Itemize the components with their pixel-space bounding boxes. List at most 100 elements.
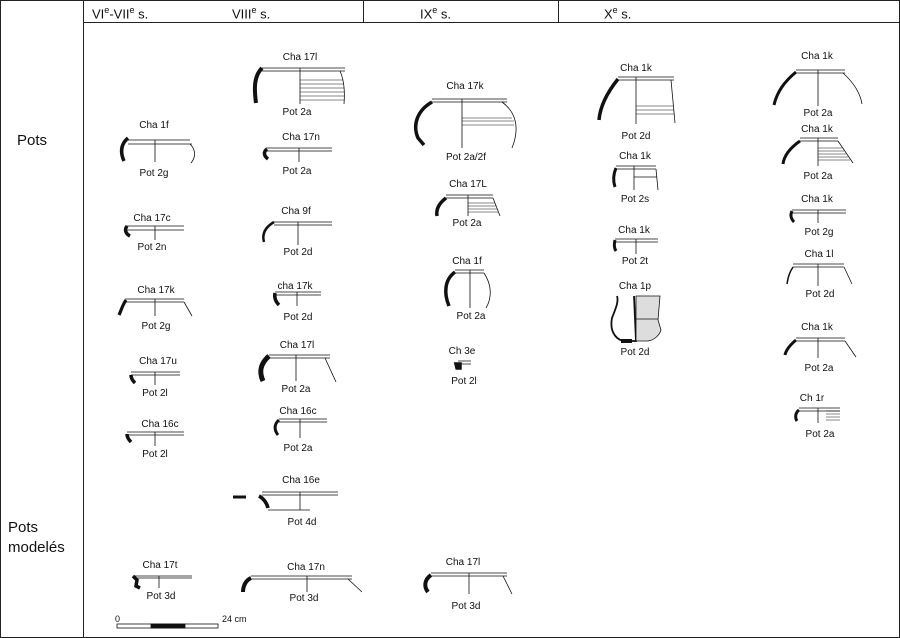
item-type: Pot 3d bbox=[451, 601, 481, 612]
pot-profile-drawing bbox=[131, 574, 192, 590]
item-type: Pot 2a bbox=[283, 443, 313, 454]
item-type: Pot 3d bbox=[146, 591, 176, 602]
item-type: Pot 2d bbox=[805, 289, 835, 300]
pot-profile-drawing bbox=[423, 572, 513, 595]
pot-profile-drawing bbox=[119, 136, 196, 164]
item-code: Cha 1k bbox=[619, 151, 651, 162]
item-type: Pot 2s bbox=[620, 194, 650, 205]
item-code: Cha 17n bbox=[282, 132, 320, 143]
item-type: Pot 2d bbox=[283, 247, 313, 258]
category-pots: Pots bbox=[17, 132, 48, 149]
pot-profile-drawing bbox=[786, 263, 853, 286]
pot-profile-drawing bbox=[794, 407, 840, 423]
item-code: Cha 1k bbox=[620, 63, 652, 74]
pot-profile-drawing bbox=[117, 298, 193, 317]
pot-profile-drawing bbox=[783, 337, 857, 358]
pot-profile-drawing bbox=[612, 165, 659, 191]
item-code: Cha 17L bbox=[449, 179, 487, 190]
item-code: Cha 1p bbox=[618, 281, 652, 292]
scale-start-label: 0 bbox=[115, 614, 121, 624]
item-code: Cha 1k bbox=[801, 322, 833, 333]
scale-bar bbox=[116, 623, 219, 629]
category-pots-modeles: Pots modelés bbox=[8, 519, 65, 556]
item-code: cha 17k bbox=[277, 281, 313, 292]
pot-profile-drawing bbox=[789, 209, 846, 224]
header-divider bbox=[83, 22, 899, 23]
item-code: Cha 1k bbox=[801, 194, 833, 205]
pot-profile-drawing bbox=[262, 220, 332, 245]
item-code: Cha 17l bbox=[282, 52, 318, 63]
category-column-divider bbox=[83, 0, 84, 637]
item-type: Pot 2a bbox=[281, 384, 311, 395]
pot-profile-drawing bbox=[273, 291, 321, 307]
item-type: Pot 3d bbox=[289, 593, 319, 604]
pot-profile-drawing bbox=[435, 194, 501, 217]
item-code: Cha 1k bbox=[618, 225, 650, 236]
pot-profile-drawing bbox=[610, 295, 662, 343]
item-type: Pot 2a bbox=[803, 171, 833, 182]
item-type: Pot 2a bbox=[805, 429, 835, 440]
item-code: Ch 1r bbox=[799, 393, 825, 404]
item-type: Pot 2a bbox=[452, 218, 482, 229]
header-viii: VIIIe s. bbox=[232, 5, 271, 22]
item-code: Cha 1f bbox=[139, 120, 169, 131]
item-code: Cha 1k bbox=[801, 51, 833, 62]
item-code: Cha 17n bbox=[287, 562, 325, 573]
item-code: Cha 17t bbox=[142, 560, 178, 571]
item-type: Pot 2l bbox=[142, 388, 168, 399]
pot-profile-drawing bbox=[781, 137, 854, 166]
item-type: Pot 4d bbox=[287, 517, 317, 528]
item-code: Cha 17l bbox=[445, 557, 481, 568]
item-type: Pot 2a bbox=[804, 363, 834, 374]
header-ix: IXe s. bbox=[420, 5, 452, 22]
item-type: Pot 2n bbox=[137, 242, 167, 253]
item-type: Pot 2g bbox=[139, 168, 169, 179]
item-code: Cha 17u bbox=[139, 356, 177, 367]
pot-profile-drawing bbox=[129, 371, 180, 385]
header-x: Xe s. bbox=[604, 5, 632, 22]
item-type: Pot 2a/2f bbox=[445, 152, 487, 163]
pot-profile-drawing bbox=[262, 147, 332, 162]
item-code: Cha 17k bbox=[137, 285, 175, 296]
item-type: Pot 2d bbox=[621, 131, 651, 142]
pot-profile-drawing bbox=[444, 269, 491, 309]
item-code: Cha 16c bbox=[141, 419, 179, 430]
item-code: Cha 17l bbox=[279, 340, 315, 351]
item-code: Cha 9f bbox=[281, 206, 311, 217]
item-type: Pot 2a bbox=[456, 311, 486, 322]
header-divider-x bbox=[558, 0, 559, 22]
item-code: Cha 1f bbox=[452, 256, 482, 267]
pot-profile-drawing bbox=[612, 238, 658, 254]
pot-profile-drawing bbox=[125, 431, 184, 446]
pot-profile-drawing bbox=[123, 224, 184, 240]
item-code: Cha 1k bbox=[801, 124, 833, 135]
item-type: Pot 2g bbox=[804, 227, 834, 238]
item-type: Pot 2g bbox=[141, 321, 171, 332]
pot-profile-drawing bbox=[413, 98, 517, 149]
item-code: Cha 1l bbox=[804, 249, 834, 260]
item-code: Cha 17c bbox=[133, 213, 171, 224]
item-type: Pot 2d bbox=[620, 347, 650, 358]
item-type: Pot 2d bbox=[283, 312, 313, 323]
header-vi-vii: VIe-VIIe s. bbox=[92, 5, 149, 22]
item-code: Cha 17k bbox=[446, 81, 484, 92]
scale-end-label: 24 cm bbox=[222, 614, 247, 624]
header-divider-ix bbox=[363, 0, 364, 22]
pot-profile-drawing bbox=[273, 418, 327, 438]
item-code: Cha 16e bbox=[282, 475, 320, 486]
pot-profile-drawing bbox=[252, 66, 345, 105]
pot-profile-drawing bbox=[233, 491, 338, 511]
item-code: Ch 3e bbox=[448, 346, 476, 357]
pot-profile-drawing bbox=[453, 360, 471, 370]
item-type: Pot 2l bbox=[451, 376, 477, 387]
item-type: Pot 2l bbox=[142, 449, 168, 460]
pot-profile-drawing bbox=[772, 69, 863, 106]
item-type: Pot 2t bbox=[621, 256, 649, 267]
pot-profile-drawing bbox=[258, 354, 337, 383]
pot-profile-drawing bbox=[241, 575, 363, 593]
item-code: Cha 16c bbox=[279, 406, 317, 417]
item-type: Pot 2a bbox=[282, 166, 312, 177]
item-type: Pot 2a bbox=[282, 107, 312, 118]
item-type: Pot 2a bbox=[803, 108, 833, 119]
